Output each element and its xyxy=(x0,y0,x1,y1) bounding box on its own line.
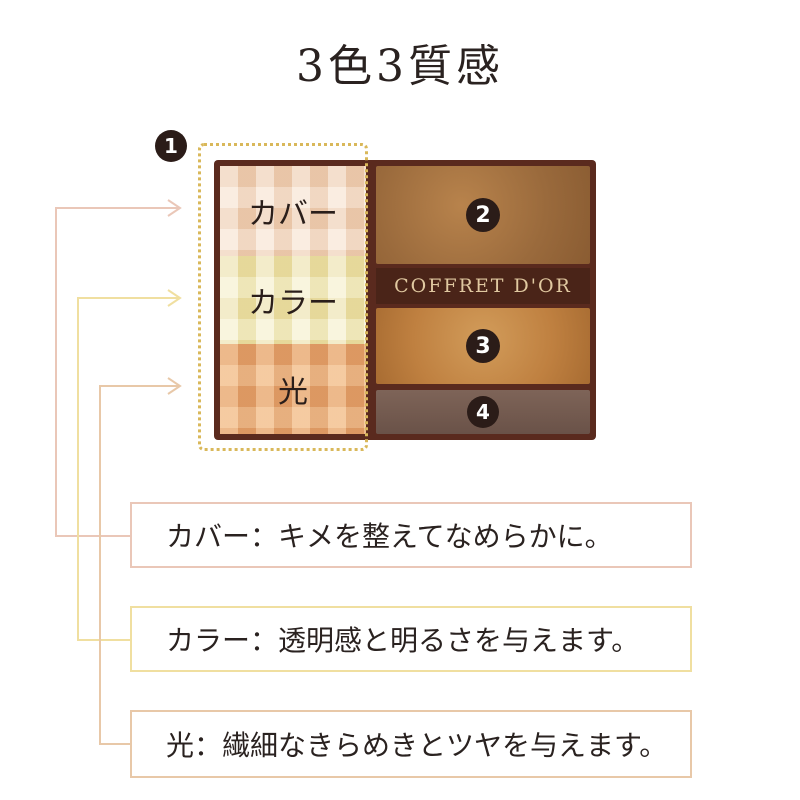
description-light: 光：繊細なきらめきとツヤを与えます。 xyxy=(130,710,692,778)
description-color-text: カラー：透明感と明るさを与えます。 xyxy=(166,624,640,657)
block-label-light: 光 xyxy=(278,375,308,410)
connector-cover xyxy=(55,207,178,537)
block-label-color: カラー xyxy=(248,286,338,321)
badge-2: 2 xyxy=(466,198,500,232)
block-cover: カバー xyxy=(220,166,366,256)
description-cover: カバー：キメを整えてなめらかに。 xyxy=(130,502,692,568)
description-light-text: 光：繊細なきらめきとツヤを与えます。 xyxy=(166,729,668,762)
pan-2: 2 xyxy=(376,166,590,264)
brand-band: COFFRET D'OR xyxy=(376,268,590,304)
pan-4: 4 xyxy=(376,390,590,434)
connector-color xyxy=(77,297,178,641)
description-cover-text: カバー：キメを整えてなめらかに。 xyxy=(166,520,613,553)
badge-3: 3 xyxy=(466,329,500,363)
arrow-cover xyxy=(167,199,182,217)
description-color: カラー：透明感と明るさを与えます。 xyxy=(130,606,692,672)
arrow-light xyxy=(167,377,182,395)
dotted-highlight-frame xyxy=(198,143,368,451)
block-color: カラー xyxy=(220,256,366,344)
badge-4: 4 xyxy=(467,396,499,428)
page-title: 3色3質感 xyxy=(296,41,504,92)
badge-1: 1 xyxy=(155,130,187,162)
arrow-color xyxy=(167,289,182,307)
pan-3: 3 xyxy=(376,308,590,384)
block-light: 光 xyxy=(220,344,366,434)
eyeshadow-palette: カバー カラー 光 2 COFFRET D'OR 3 4 xyxy=(214,160,596,440)
left-column: カバー カラー 光 xyxy=(220,166,366,434)
block-label-cover: カバー xyxy=(248,197,338,232)
